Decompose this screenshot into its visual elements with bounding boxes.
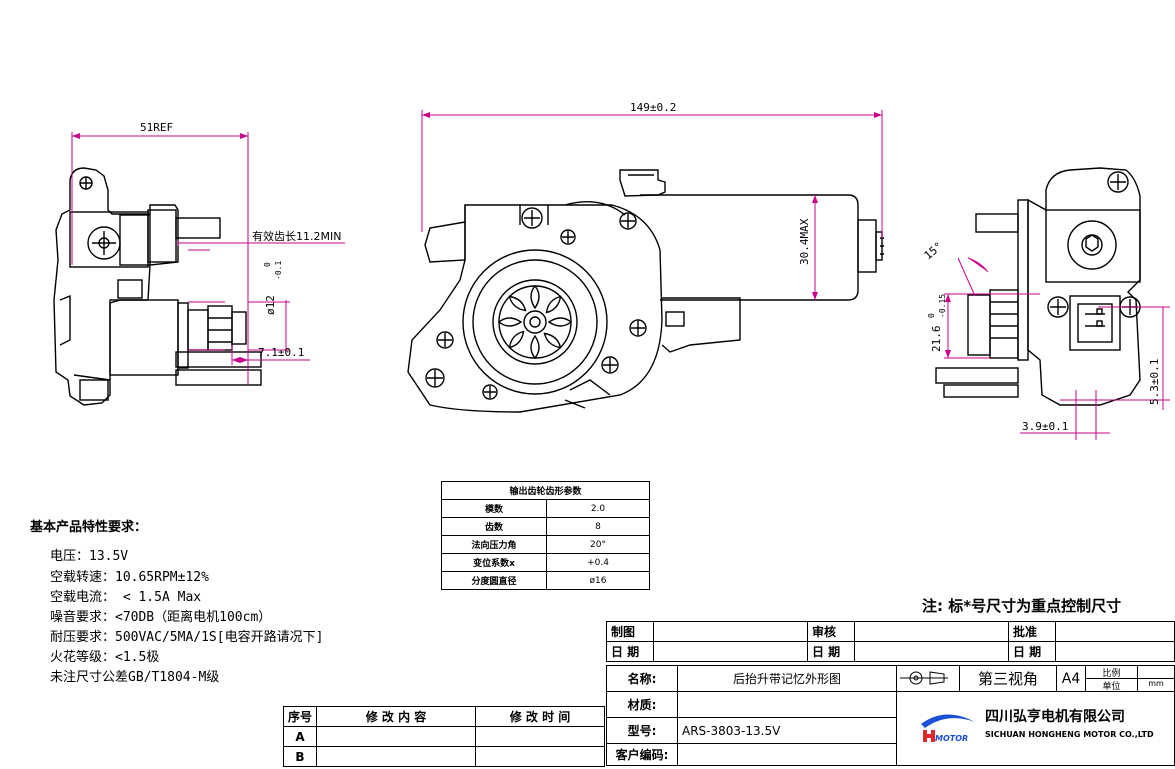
label-date: 日 期 (1008, 641, 1056, 662)
label-date: 日 期 (606, 641, 654, 662)
gear-value: ø16 (546, 571, 650, 590)
signoff-table: 制图 审核 批准 日 期 日 期 日 期 (606, 621, 1175, 662)
req-current: 空载电流： < 1.5A Max (50, 590, 202, 605)
gear-key: 分度圆直径 (441, 571, 547, 590)
label-draw: 制图 (606, 621, 654, 642)
dim-tooth-length: 有效齿长11.2MIN (252, 229, 341, 243)
gear-key: 变位系数x (441, 553, 547, 572)
gear-value: +0.4 (546, 553, 650, 572)
gear-value: 2.0 (546, 499, 650, 518)
req-withstand: 耐压要求：500VAC/5MA/1S[电容开路请况下] (50, 630, 324, 645)
company-name-cn: 四川弘亨电机有限公司 (985, 709, 1125, 725)
req-voltage: 电压：13.5V (50, 549, 129, 564)
dim-angle-15: 15° (922, 240, 946, 263)
front-view (407, 169, 884, 413)
model-value: ARS-3803-13.5V (677, 717, 897, 744)
rev-row-b: B (283, 746, 317, 767)
label-model: 型号: (606, 717, 678, 744)
label-name: 名称: (606, 665, 678, 692)
gear-key: 模数 (441, 499, 547, 518)
req-spark: 火花等级：<1.5极 (50, 650, 160, 665)
req-noise: 噪音要求：<70DB（距离电机100cm） (50, 610, 272, 625)
label-material: 材质: (606, 691, 678, 718)
req-tolerance: 未注尺寸公差GB/T1804-M级 (50, 670, 220, 685)
gear-table-title: 输出齿轮齿形参数 (441, 481, 650, 500)
requirements-title: 基本产品特性要求： (30, 520, 148, 535)
rev-row-a: A (283, 726, 317, 747)
gear-value: 20° (546, 535, 650, 554)
dim-5-3: 5.3±0.1 (1148, 359, 1161, 405)
rev-col-time: 修 改 时 间 (475, 706, 605, 727)
logo-text: MOTOR (935, 734, 969, 743)
label-customer-code: 客户编码: (606, 743, 678, 766)
company-logo (921, 714, 975, 742)
gear-teeth (497, 284, 573, 360)
req-speed: 空载转速：10.65RPM±12% (50, 570, 209, 585)
dim-21-6-tol-up: 0 (927, 313, 936, 318)
gear-key: 法向压力角 (441, 535, 547, 554)
unit-value: mm (1148, 679, 1164, 688)
dim-7-1: 7.1±0.1 (258, 346, 304, 359)
label-date: 日 期 (807, 641, 855, 662)
dim-21-6-tol-dn: -0.15 (938, 294, 947, 318)
dim-30-4max: 30.4MAX (798, 218, 811, 265)
label-unit: 单位 (1102, 682, 1121, 692)
dim-21-6: 21.6 (930, 326, 943, 353)
title-block: 名称: 后抬升带记忆外形图 第三视角 A4 比例 单位 mm 材质: MOTOR… (606, 665, 1175, 766)
company-name-en: SICHUAN HONGHENG MOTOR CO.,LTD (985, 730, 1154, 739)
paper-size: A4 (1056, 665, 1086, 692)
note: 注: 标*号尺寸为重点控制尺寸 (922, 597, 1122, 615)
gear-value: 8 (546, 517, 650, 536)
dimension-lines (71, 110, 1170, 440)
label-approve: 批准 (1008, 621, 1056, 642)
revision-table: 序号 修 改 内 容 修 改 时 间 A B (283, 706, 605, 767)
company-cell: MOTOR 四川弘亨电机有限公司 SICHUAN HONGHENG MOTOR … (896, 691, 1175, 766)
rev-col-content: 修 改 内 容 (316, 706, 476, 727)
dim-dia12: ø12 (264, 295, 277, 315)
dim-dia12-tol-dn: -0.1 (274, 261, 283, 280)
label-check: 审核 (807, 621, 855, 642)
dim-149: 149±0.2 (630, 101, 676, 114)
dim-3-9: 3.9±0.1 (1022, 420, 1068, 433)
end-view (935, 167, 1141, 406)
dim-dia12-tol-up: 0 (263, 262, 272, 267)
rev-col-no: 序号 (283, 706, 317, 727)
side-view (53, 167, 262, 406)
gear-key: 齿数 (441, 517, 547, 536)
drawing-name: 后抬升带记忆外形图 (677, 665, 897, 692)
projection-symbol-cell (896, 665, 960, 692)
dim-51ref: 51REF (140, 121, 173, 134)
projection-label: 第三视角 (959, 665, 1057, 692)
label-scale: 比例 (1086, 666, 1137, 679)
